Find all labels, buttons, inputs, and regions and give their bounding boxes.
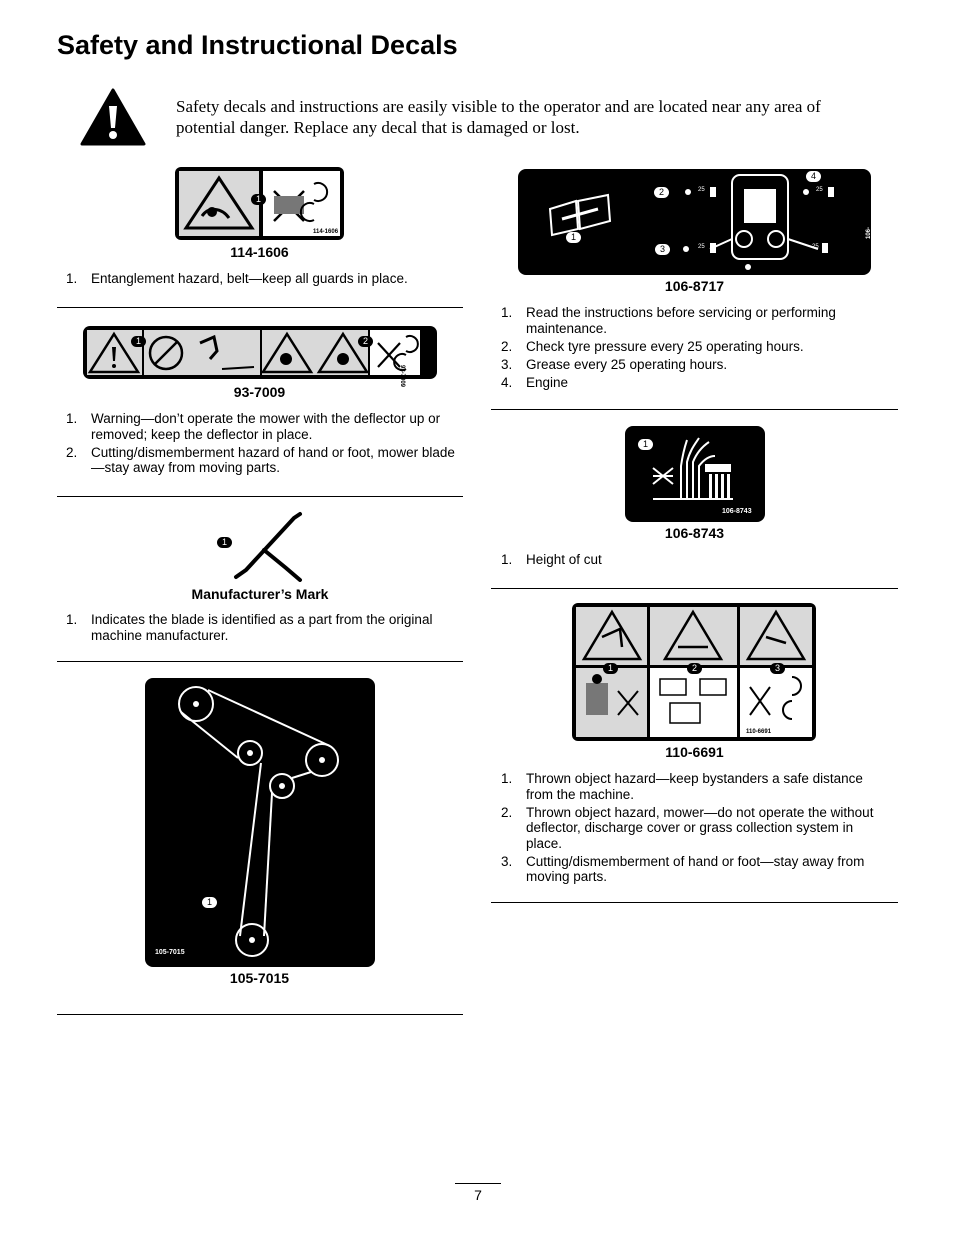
- decal-caption: 114-1606: [230, 244, 289, 260]
- divider: [57, 307, 463, 308]
- decal-item-list: 1.Thrown object hazard—keep bystanders a…: [491, 771, 891, 887]
- callout-badge: 1: [638, 439, 653, 450]
- list-item: 4.Engine: [501, 374, 569, 390]
- page-title: Safety and Instructional Decals: [57, 30, 458, 60]
- list-item: 1.Entanglement hazard, belt—keep all gua…: [66, 271, 408, 286]
- decal-label-code: 110-6691: [746, 729, 772, 735]
- list-item: 1.Thrown object hazard—keep bystanders a…: [501, 771, 863, 802]
- callout-badge: 1: [217, 537, 232, 548]
- callout-badge: 3: [655, 244, 670, 255]
- decal-caption: 106-8717: [664, 278, 725, 294]
- list-item: 2.Cutting/dismemberment hazard of hand o…: [66, 444, 455, 476]
- decal-item-list: 1.Read the instructions before servicing…: [491, 305, 891, 393]
- list-item: 3.Grease every 25 operating hours.: [501, 356, 728, 372]
- list-item: 1.Height of cut: [501, 552, 602, 567]
- list-item: 2.Check tyre pressure every 25 operating…: [501, 338, 804, 354]
- divider: [57, 661, 463, 662]
- list-item: 1.Indicates the blade is identified as a…: [66, 612, 433, 643]
- decal-caption: 93-7009: [233, 384, 286, 400]
- divider: [57, 496, 463, 497]
- divider: [491, 409, 898, 410]
- decal-item-list: 1.Height of cut: [491, 552, 891, 570]
- list-item: 2.Thrown object hazard, mower—do not ope…: [501, 804, 874, 851]
- intro-text: Safety decals and instructions are easil…: [176, 97, 821, 137]
- decal-caption: Manufacturer’s Mark: [191, 586, 329, 602]
- decal-label-code: 106-8717: [866, 225, 878, 239]
- page-number: 7: [455, 1183, 501, 1203]
- manufacturers-mark-icon: [234, 512, 302, 582]
- decal-label-code: 106-8743: [722, 508, 752, 515]
- callout-badge: 2: [358, 336, 373, 347]
- interval-label: 25: [816, 187, 823, 193]
- interval-label: 25: [812, 244, 819, 250]
- list-item: 1.Read the instructions before servicing…: [501, 305, 836, 336]
- decal-110-6691: 1 2 3 110-6691: [572, 603, 816, 741]
- list-item: 1.Warning—don’t operate the mower with t…: [66, 411, 441, 442]
- decal-105-7015: 1 105-7015: [145, 678, 375, 967]
- callout-badge: 1: [251, 194, 266, 205]
- divider: [57, 1014, 463, 1015]
- decal-caption: 110-6691: [665, 744, 724, 760]
- callout-badge: 1: [566, 232, 581, 243]
- divider: [491, 902, 898, 903]
- decal-106-8743: 1 106-8743: [625, 426, 765, 522]
- decal-caption: 105-7015: [229, 970, 290, 986]
- callout-badge: 1: [202, 897, 217, 908]
- callout-badge: 1: [603, 663, 618, 674]
- decal-label-code: 93-7009: [399, 365, 405, 388]
- warning-triangle-icon: [80, 88, 146, 146]
- decal-item-list: 1.Warning—don’t operate the mower with t…: [56, 411, 456, 478]
- divider: [491, 588, 898, 589]
- decal-106-8717: 1 2 3 4 25 25 25 25 106-8717: [518, 169, 878, 275]
- decal-caption: 106-8743: [664, 525, 725, 541]
- interval-label: 25: [698, 187, 705, 193]
- decal-label-code: 105-7015: [155, 949, 185, 956]
- callout-badge: 2: [687, 663, 702, 674]
- decal-item-list: 1.Entanglement hazard, belt—keep all gua…: [56, 271, 456, 289]
- interval-label: 25: [698, 244, 705, 250]
- decal-label-code: 114-1606: [313, 229, 339, 235]
- callout-badge: 1: [131, 336, 146, 347]
- callout-badge: 2: [654, 187, 669, 198]
- callout-badge: 4: [806, 171, 821, 182]
- callout-badge: 3: [770, 663, 785, 674]
- list-item: 3.Cutting/dismemberment of hand or foot—…: [501, 853, 865, 885]
- decal-114-1606: 1 114-1606: [174, 166, 345, 241]
- decal-item-list: 1.Indicates the blade is identified as a…: [56, 612, 456, 646]
- decal-93-7009: 1 2 93-7009: [82, 325, 438, 387]
